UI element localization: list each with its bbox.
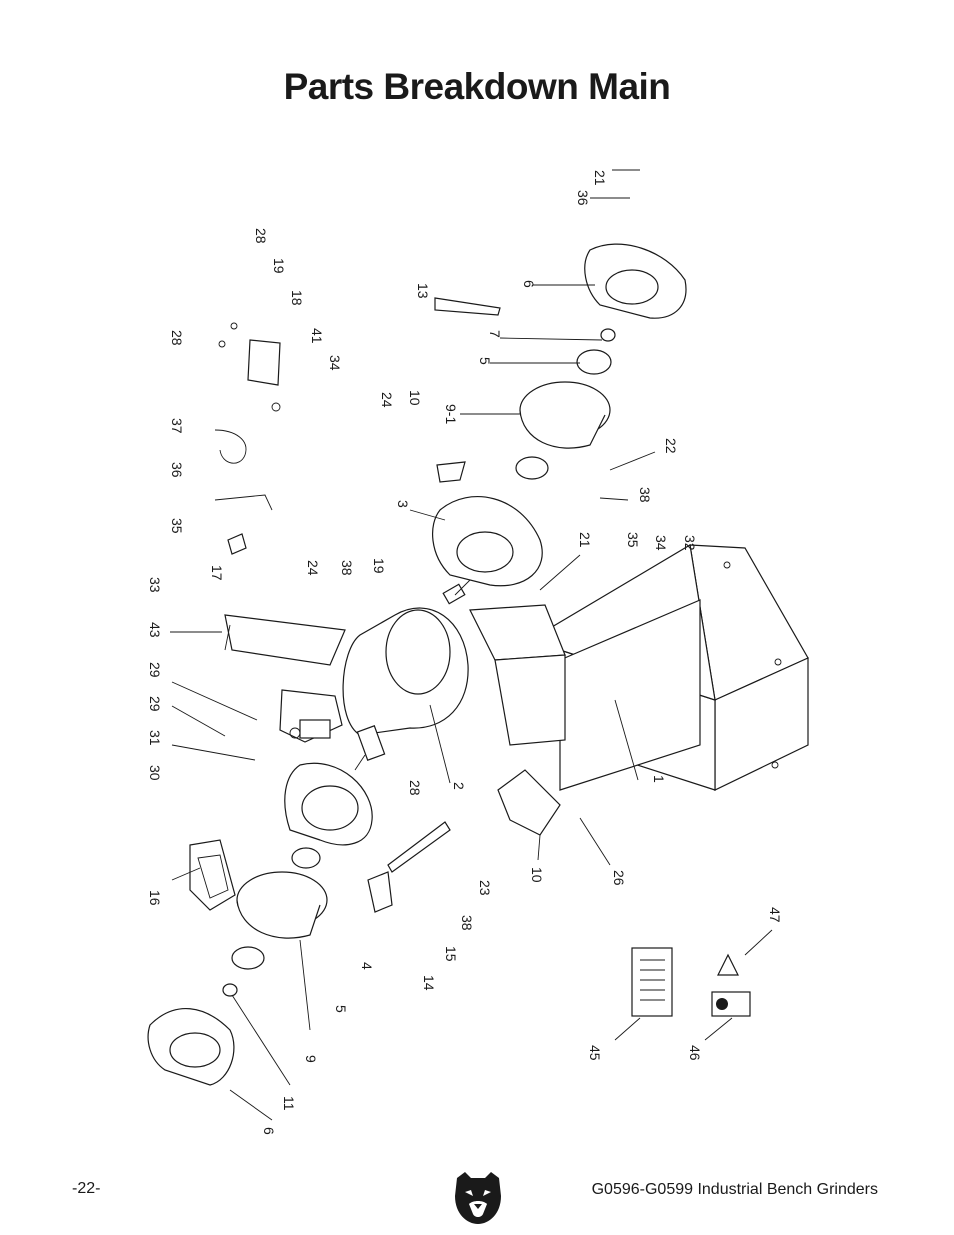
grizzly-bear-icon: [455, 1172, 501, 1224]
callout-40: 35: [625, 532, 641, 548]
callout-5-left: 5: [333, 1005, 349, 1013]
switch-assembly: [224, 614, 346, 743]
callout-28-top: 28: [253, 228, 269, 244]
callout-46: 46: [687, 1045, 703, 1061]
callout-7: 7: [487, 330, 503, 338]
small-hardware: [214, 297, 739, 976]
callout-32: 32: [682, 535, 698, 551]
callout-1: 1: [651, 775, 667, 783]
warning-label-46: [711, 991, 751, 1017]
callout-42: 41: [309, 328, 325, 344]
callout-5-right: 5: [477, 357, 493, 365]
footer-title: G0596-G0599 Industrial Bench Grinders: [591, 1181, 878, 1198]
pedestal-stand: [469, 544, 809, 791]
callout-21: 26: [611, 870, 627, 886]
callout-29-b: 29: [147, 696, 163, 712]
callout-9-1: 9-1: [443, 404, 459, 424]
callout-28-left: 28: [169, 330, 185, 346]
callout-36: 36: [169, 462, 185, 478]
callout-38-mid: 38: [339, 560, 355, 576]
callout-45: 45: [587, 1045, 603, 1061]
callout-47: 47: [767, 907, 783, 923]
right-wheel-guard: [432, 496, 543, 587]
left-wheel-guard: [284, 762, 373, 846]
callout-11: 14: [421, 975, 437, 991]
callout-27: 24: [379, 392, 395, 408]
callout-13: 17: [209, 565, 225, 581]
callout-8: 11: [281, 1096, 297, 1111]
callout-31: 31: [147, 730, 163, 746]
callout-24: 24: [305, 560, 321, 576]
callout-2: 2: [451, 782, 467, 790]
tool-rest-left: [367, 821, 451, 913]
left-outer-guard: [147, 1007, 235, 1086]
callout-numbers: 21 36 6 13 7 5 24 10 9-1 22 38 3 21 35 3…: [147, 170, 783, 1135]
callout-17: 18: [289, 290, 305, 306]
callout-20: 23: [477, 880, 493, 896]
callout-leaders: [170, 169, 773, 1121]
callout-34: 34: [327, 355, 343, 371]
callout-43: 38: [637, 487, 653, 503]
callout-4: 4: [359, 962, 375, 970]
callout-35: 35: [169, 518, 185, 534]
callout-6-right: 6: [521, 280, 537, 288]
page-title: Parts Breakdown Main: [283, 66, 671, 107]
callout-19: 19: [371, 558, 387, 574]
callout-38-low: 38: [459, 915, 475, 931]
right-grinding-wheel: [515, 328, 616, 480]
callout-15: 15: [443, 946, 459, 962]
callout-9: 9: [303, 1055, 319, 1063]
callout-25: 22: [663, 438, 679, 454]
callout-10: 10: [529, 867, 545, 883]
callout-30: 30: [147, 765, 163, 781]
eye-shield-left: [189, 839, 236, 911]
callout-18: 19: [271, 258, 287, 274]
callout-16: 13: [415, 283, 431, 299]
callout-44: 43: [147, 622, 163, 638]
callout-12: 16: [147, 890, 163, 906]
right-outer-guard: [584, 243, 687, 319]
callout-29-a: 29: [147, 662, 163, 678]
callout-39: 34: [653, 535, 669, 551]
callout-14: 10: [407, 390, 423, 406]
callout-26: 28: [407, 780, 423, 796]
callout-23: 21: [592, 170, 608, 186]
callout-41: 36: [575, 190, 591, 206]
page-number: -22-: [72, 1180, 101, 1197]
left-grinding-wheel: [222, 847, 328, 997]
tool-rest-right: [497, 769, 561, 836]
callout-22: 21: [577, 532, 593, 548]
motor-housing: [342, 579, 471, 771]
callout-6-left: 6: [261, 1127, 277, 1135]
callout-33: 33: [147, 577, 163, 593]
callout-37: 37: [169, 418, 185, 434]
warning-label-45: [631, 947, 673, 1017]
callout-3: 3: [395, 500, 411, 508]
